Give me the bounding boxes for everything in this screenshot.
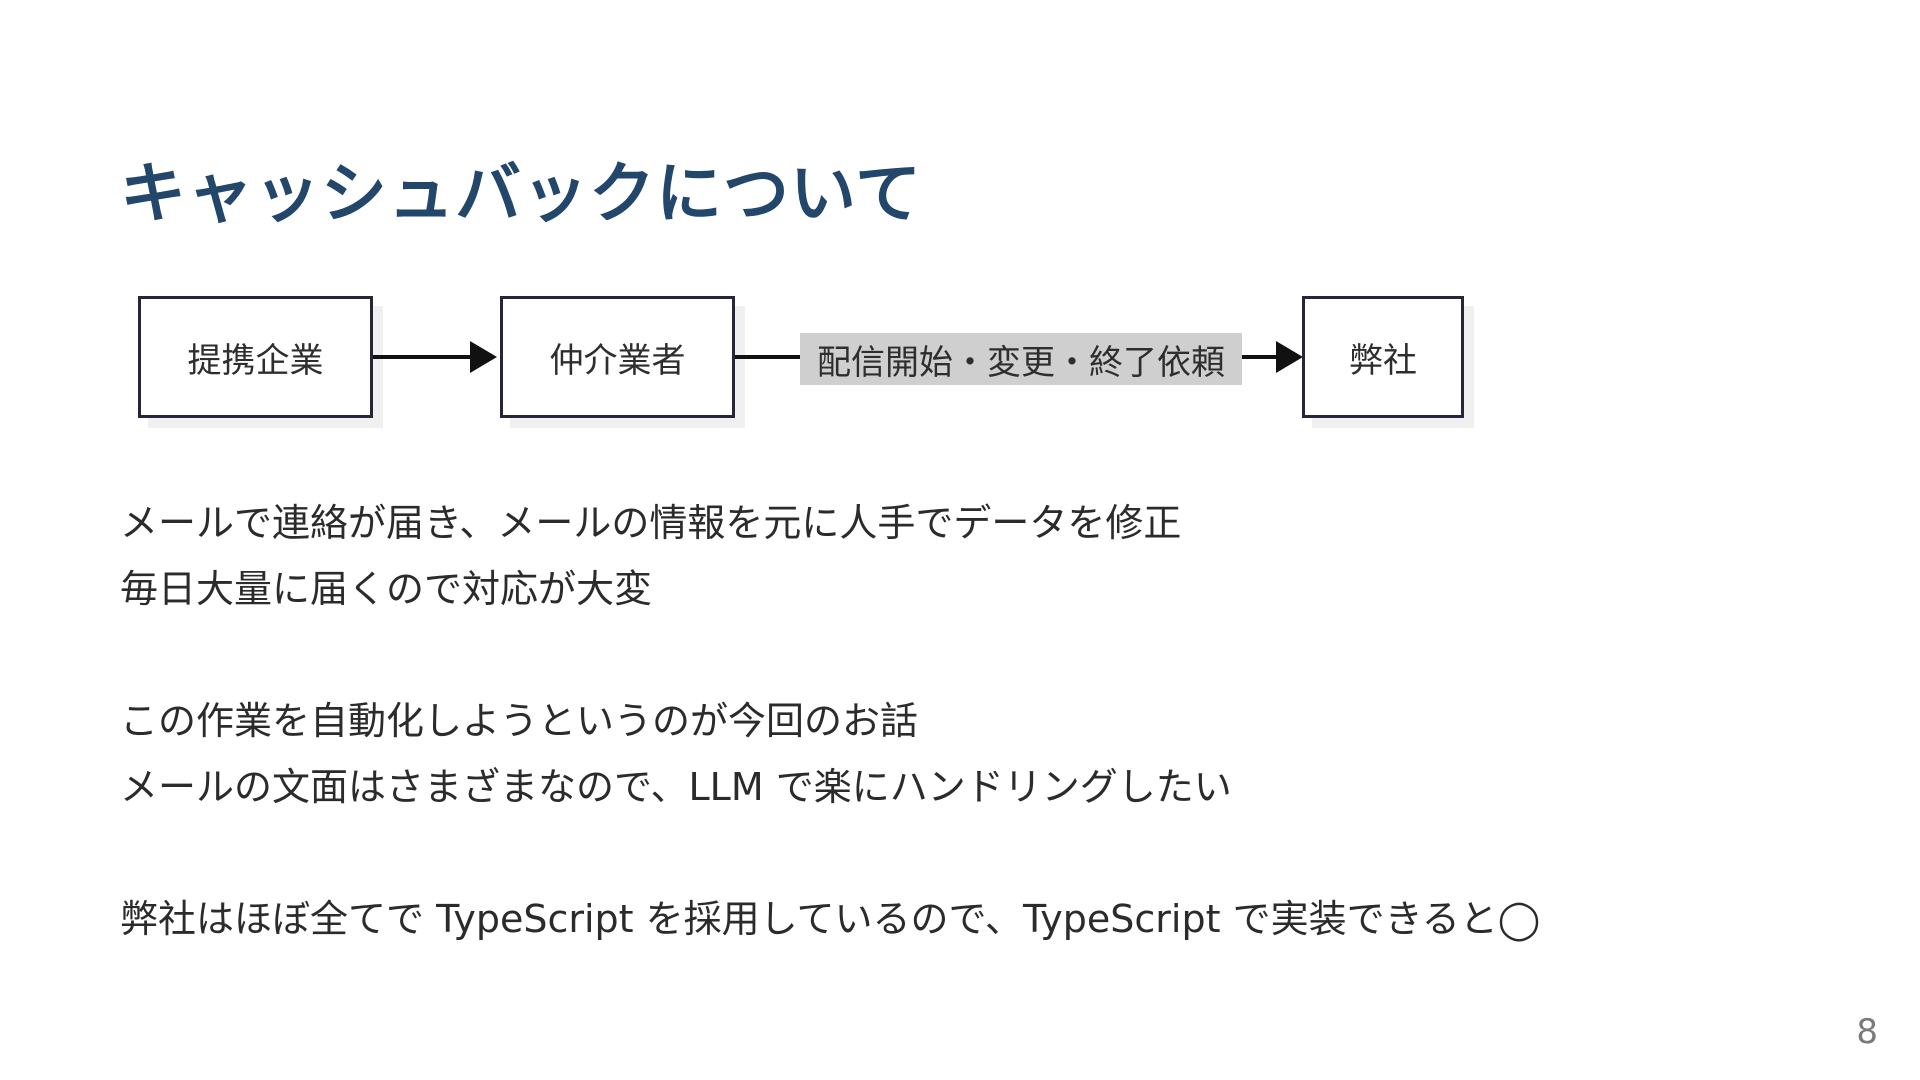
flow-connector-line-2b: [1242, 355, 1278, 359]
body-line: メールの文面はさまざまなので、LLM で楽にハンドリングしたい: [120, 765, 1232, 809]
flow-edge-label: 配信開始・変更・終了依頼: [800, 333, 1242, 385]
flow-connector-line-1: [373, 355, 477, 359]
paragraph-typescript: 弊社はほぼ全てで TypeScript を採用しているので、TypeScript…: [120, 886, 1820, 952]
arrow-right-icon: [470, 341, 497, 373]
flow-node-our-company: 弊社: [1302, 296, 1464, 418]
slide-body: メールで連絡が届き、メールの情報を元に人手でデータを修正 毎日大量に届くので対応…: [120, 490, 1820, 1018]
body-line: メールで連絡が届き、メールの情報を元に人手でデータを修正: [120, 501, 1182, 545]
flow-node-intermediary: 仲介業者: [500, 296, 735, 418]
flow-connector-line-2a: [735, 355, 800, 359]
arrow-right-icon: [1276, 341, 1303, 373]
flow-node-partner-company: 提携企業: [138, 296, 373, 418]
paragraph-goal: この作業を自動化しようというのが今回のお話 メールの文面はさまざまなので、LLM…: [120, 688, 1820, 820]
paragraph-problem: メールで連絡が届き、メールの情報を元に人手でデータを修正 毎日大量に届くので対応…: [120, 490, 1820, 622]
body-line: この作業を自動化しようというのが今回のお話: [120, 699, 919, 743]
slide-title: キャッシュバックについて: [120, 155, 923, 232]
page-number: 8: [1856, 1012, 1878, 1052]
body-line: 弊社はほぼ全てで TypeScript を採用しているので、TypeScript…: [120, 897, 1541, 941]
body-line: 毎日大量に届くので対応が大変: [120, 567, 653, 611]
